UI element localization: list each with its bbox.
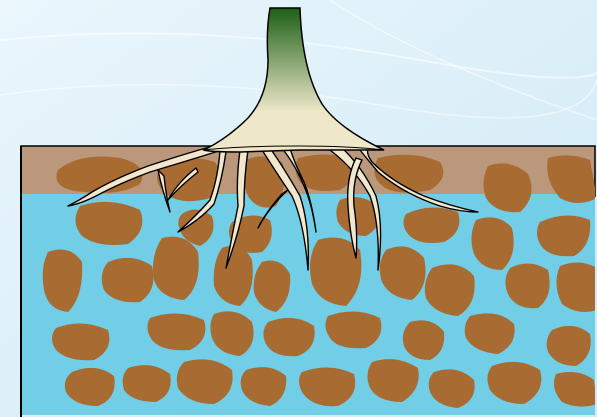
soil-particle: [102, 258, 154, 302]
